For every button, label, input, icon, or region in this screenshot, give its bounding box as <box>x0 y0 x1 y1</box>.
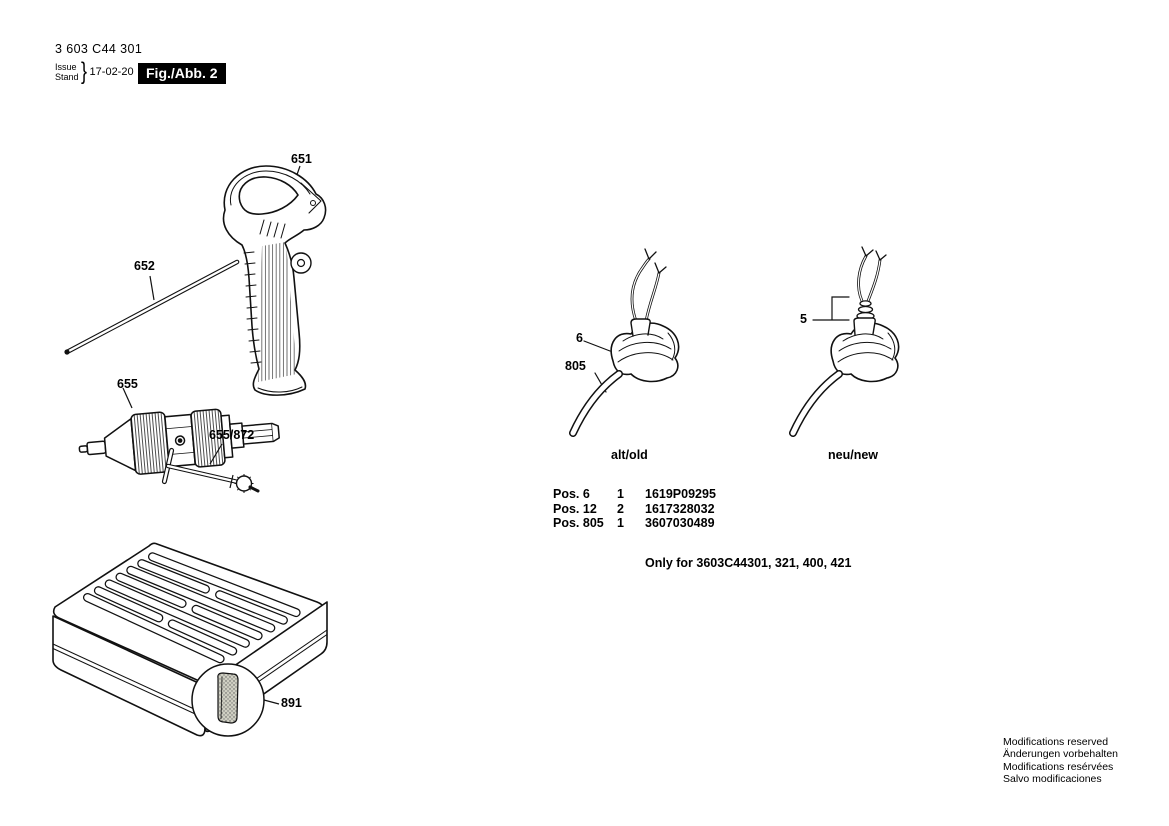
figure-label-box: Fig./Abb. 2 <box>138 63 226 84</box>
parts-table-row: Pos. 12 2 1617328032 <box>553 502 716 517</box>
caption-alt-old: alt/old <box>611 448 648 462</box>
nose-cover <box>300 182 322 214</box>
rod-leader-line <box>149 275 155 301</box>
clamp-knob <box>290 252 312 274</box>
chuck-leader-line <box>122 387 133 409</box>
footer-line-fr: Modifications resérvées <box>1003 760 1114 773</box>
grip-texture <box>258 242 297 382</box>
part-qty: 2 <box>617 501 624 516</box>
document-part-number: 3 603 C44 301 <box>55 42 143 56</box>
part-number: 1619P09295 <box>645 487 716 501</box>
wire-left <box>630 257 651 323</box>
footer-line-en: Modifications reserved <box>1003 736 1109 748</box>
handle-drawing <box>222 165 327 396</box>
grommet-leader-line <box>583 340 611 352</box>
depth-rod <box>64 259 240 355</box>
footer-line-de: Änderungen vorbehalten <box>1003 748 1119 761</box>
drill-chuck <box>78 408 280 475</box>
part-pos: Pos. 805 <box>553 516 604 530</box>
case-drawing <box>52 542 328 737</box>
part-number: 1617328032 <box>645 501 715 516</box>
label-891: 891 <box>281 696 302 710</box>
modifications-note: Modifications reserved Änderungen vorbeh… <box>1003 736 1118 786</box>
key-leader-line <box>209 443 223 465</box>
hand-loop-opening <box>238 176 299 215</box>
key-pinion <box>235 475 253 492</box>
label-652: 652 <box>134 259 155 273</box>
issue-stand-block: Issue Stand } 17-02-20 <box>55 58 134 86</box>
label-655: 655 <box>117 377 138 391</box>
label-6: 6 <box>576 331 583 345</box>
only-for-note: Only for 3603C44301, 321, 400, 421 <box>645 556 852 570</box>
carrying-case <box>52 542 328 737</box>
issue-date: 17-02-20 <box>89 66 134 78</box>
caption-neu-new: neu/new <box>828 448 879 462</box>
part-qty: 1 <box>617 516 624 530</box>
vent-slits <box>259 219 286 239</box>
stand-label: Stand <box>55 72 79 82</box>
part-pos: Pos. 12 <box>553 501 597 516</box>
depth-rod-drawing <box>64 259 240 355</box>
part-qty: 1 <box>617 487 624 501</box>
parts-table-row: Pos. 6 1 1619P09295 <box>553 487 716 502</box>
issue-stand-labels: Issue Stand <box>55 62 79 83</box>
chuck-key-drawing <box>161 443 260 493</box>
cord-new-drawing <box>789 246 900 437</box>
latch-detail <box>217 672 239 724</box>
detail-callout <box>191 663 280 737</box>
cord-old-drawing <box>569 248 680 437</box>
case-detail-leader-line <box>263 699 280 705</box>
label-651: 651 <box>291 152 312 166</box>
mains-grommet-new <box>789 246 900 437</box>
mains-grommet-old <box>569 248 680 437</box>
rear-handle <box>222 165 327 396</box>
footer-line-es: Salvo modificaciones <box>1003 773 1102 786</box>
chuck-drawing <box>78 387 280 475</box>
issue-label: Issue <box>55 61 77 72</box>
part-number: 3607030489 <box>645 516 715 530</box>
parts-table-row: Pos. 805 1 3607030489 <box>553 516 716 531</box>
bracket-leader-line <box>812 296 850 321</box>
chuck-key <box>161 447 260 493</box>
grip-serrations <box>243 251 262 364</box>
lid-ribs <box>83 552 301 664</box>
label-805: 805 <box>565 359 586 373</box>
parts-table: Pos. 6 1 1619P09295 Pos. 12 2 1617328032… <box>553 487 716 531</box>
label-655-872: 655/872 <box>209 428 255 442</box>
label-5: 5 <box>800 312 807 326</box>
brace-glyph: } <box>80 58 87 85</box>
part-pos: Pos. 6 <box>553 487 590 501</box>
